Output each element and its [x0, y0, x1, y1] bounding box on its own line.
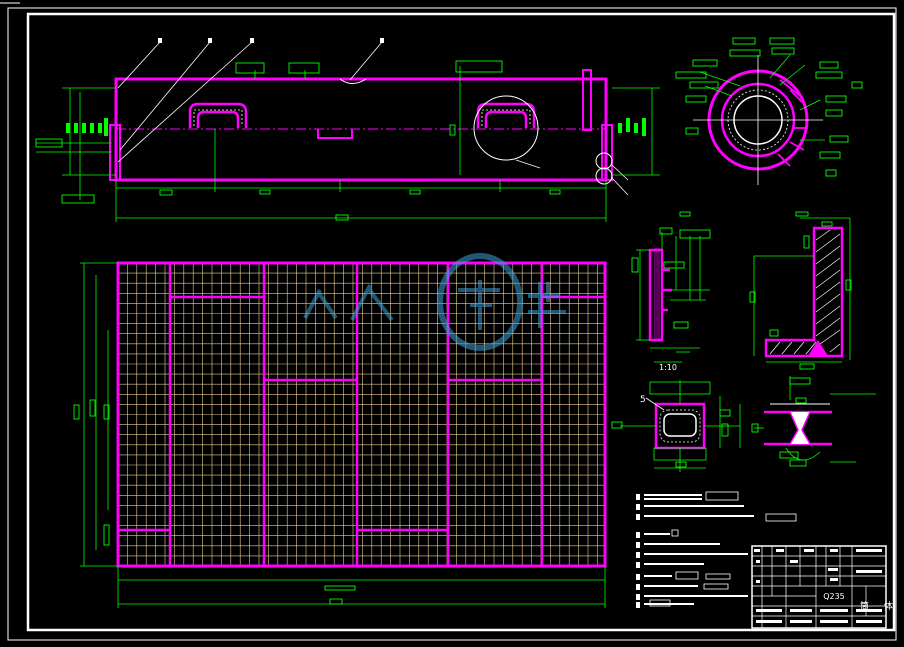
technical-notes [636, 491, 797, 608]
material-label: Q235 [823, 592, 845, 601]
part-name: 筒 体 [860, 600, 899, 612]
nozzle-detail: 5 [611, 380, 741, 472]
wall-section-detail [749, 211, 852, 370]
drawing-frame [0, 2, 897, 641]
watermark [303, 253, 566, 351]
front-view [35, 38, 660, 222]
plate-layout-grid [73, 253, 607, 608]
section-view-ring [675, 37, 863, 185]
flange-detail: 1:10 [631, 211, 711, 372]
scale-ratio: 1:10 [659, 363, 677, 372]
weld-groove-detail [751, 376, 876, 467]
item-number: 5 [640, 395, 646, 405]
title-block: Q235 筒 体 [751, 545, 899, 629]
